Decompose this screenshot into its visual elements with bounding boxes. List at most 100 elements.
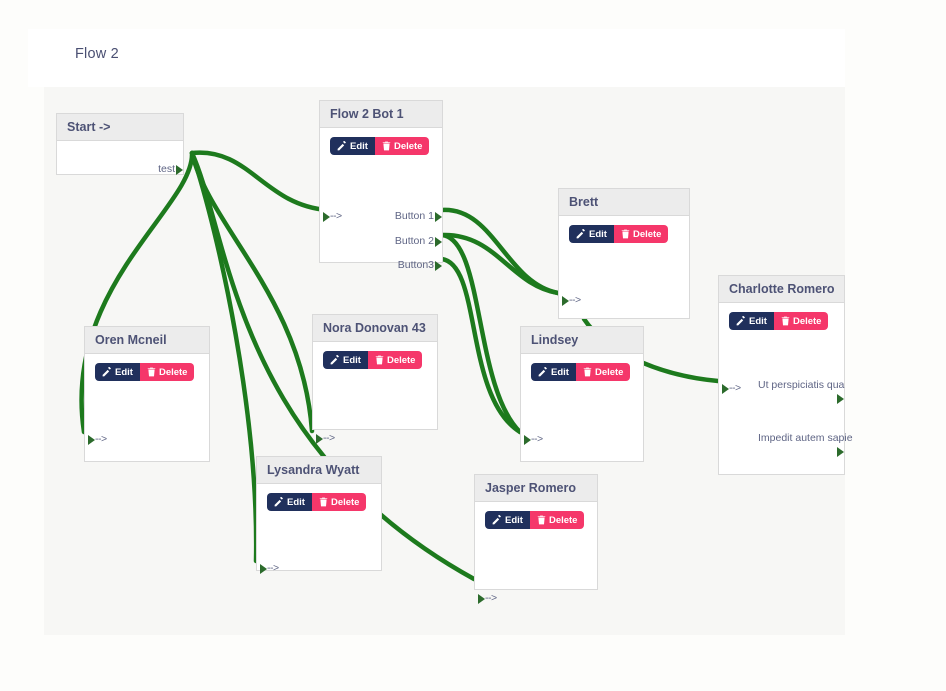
input-port[interactable]: --> (260, 562, 279, 575)
node-body: Edit Delete --> Ut perspiciatis qua (719, 303, 853, 474)
delete-button[interactable]: Delete (374, 137, 430, 155)
delete-button[interactable]: Delete (773, 312, 829, 330)
port-marker-icon (323, 212, 330, 222)
flow-canvas[interactable]: Start -> test Flow 2 Bot 1 Edit (44, 87, 853, 635)
input-port[interactable]: --> (323, 210, 342, 223)
port-marker-icon (88, 435, 95, 445)
port-marker-icon (524, 435, 531, 445)
edit-button[interactable]: Edit (485, 511, 530, 529)
input-port[interactable]: --> (562, 294, 581, 307)
delete-button[interactable]: Delete (575, 363, 631, 381)
edit-button[interactable]: Edit (569, 225, 614, 243)
edit-button[interactable]: Edit (531, 363, 576, 381)
input-port[interactable]: --> (316, 432, 335, 445)
delete-button[interactable]: Delete (139, 363, 195, 381)
port-marker-icon (478, 594, 485, 604)
port-marker-icon (316, 434, 323, 444)
edit-button-label: Edit (350, 140, 368, 152)
node-actions: Edit Delete (267, 493, 367, 511)
node-body: Edit Delete --> (85, 354, 209, 461)
flow-header-bar: Flow 2 (28, 29, 845, 87)
node-flow2bot1[interactable]: Flow 2 Bot 1 Edit Delete --> (319, 100, 443, 271)
node-lindsey[interactable]: Lindsey Edit Delete --> (520, 326, 644, 462)
trash-icon (583, 367, 592, 377)
port-marker-icon (260, 564, 267, 574)
node-body: Edit Delete --> (521, 354, 643, 461)
edit-button-label: Edit (115, 366, 133, 378)
node-title: Nora Donovan 43 (313, 315, 437, 342)
node-jasper-romero[interactable]: Jasper Romero Edit Delete --> (474, 474, 598, 604)
node-title: Jasper Romero (475, 475, 597, 502)
delete-button[interactable]: Delete (367, 351, 423, 369)
input-port[interactable]: --> (88, 433, 107, 446)
node-nora-donovan[interactable]: Nora Donovan 43 Edit Delete --> (312, 314, 438, 444)
edit-button[interactable]: Edit (267, 493, 312, 511)
output-port-test[interactable]: test (158, 163, 183, 176)
input-port-label: --> (267, 562, 279, 574)
node-actions: Edit Delete (330, 137, 430, 155)
delete-button-label: Delete (393, 140, 423, 152)
pencil-icon (337, 141, 346, 151)
node-title: Lysandra Wyatt (257, 457, 381, 484)
output-port-button-2[interactable]: Button 2 (394, 235, 442, 248)
delete-button-label: Delete (792, 315, 822, 327)
node-title: Brett (559, 189, 689, 216)
node-actions: Edit Delete (485, 511, 585, 529)
trash-icon (621, 229, 630, 239)
node-charlotte-romero[interactable]: Charlotte Romero Edit Delete --> (718, 275, 853, 475)
node-lysandra-wyatt[interactable]: Lysandra Wyatt Edit Delete --> (256, 456, 382, 574)
edit-button-label: Edit (551, 366, 569, 378)
node-brett[interactable]: Brett Edit Delete --> (558, 188, 690, 319)
edit-button[interactable]: Edit (729, 312, 774, 330)
output-port-label: Impedit autem sapie (758, 432, 853, 444)
edge-button2-to-lindsey (439, 232, 523, 435)
node-oren-mcneil[interactable]: Oren Mcneil Edit Delete --> (84, 326, 210, 462)
delete-button-label: Delete (594, 366, 624, 378)
input-port-label: --> (330, 210, 342, 222)
edit-button[interactable]: Edit (330, 137, 375, 155)
edit-button[interactable]: Edit (323, 351, 368, 369)
input-port-label: --> (569, 294, 581, 306)
port-marker-icon (837, 447, 844, 457)
port-marker-icon (722, 384, 729, 394)
output-port-impedit-autem[interactable]: Impedit autem sapie (758, 431, 853, 457)
node-body: Edit Delete --> (313, 342, 437, 444)
node-body: Edit Delete --> (475, 502, 597, 604)
pencil-icon (538, 367, 547, 377)
pencil-icon (576, 229, 585, 239)
node-start[interactable]: Start -> test (56, 113, 184, 175)
pencil-icon (330, 355, 339, 365)
page-title: Flow 2 (75, 46, 119, 62)
pencil-icon (102, 367, 111, 377)
trash-icon (382, 141, 391, 151)
pencil-icon (492, 515, 501, 525)
pencil-icon (736, 316, 745, 326)
input-port-label: --> (531, 433, 543, 445)
trash-icon (537, 515, 546, 525)
output-port-button-1[interactable]: Button 1 (395, 210, 442, 223)
edge-button2-to-brett (439, 232, 561, 296)
node-actions: Edit Delete (323, 351, 423, 369)
output-port-label: Button 2 (394, 235, 434, 247)
port-marker-icon (435, 261, 442, 271)
port-marker-icon (435, 237, 442, 247)
output-port-button-3[interactable]: Button3 (398, 259, 442, 272)
input-port[interactable]: --> (478, 592, 497, 605)
edit-button-label: Edit (749, 315, 767, 327)
node-title: Flow 2 Bot 1 (320, 101, 442, 128)
port-marker-icon (562, 296, 569, 306)
delete-button[interactable]: Delete (613, 225, 669, 243)
output-port-ut-perspiciatis[interactable]: Ut perspiciatis qua (758, 378, 844, 404)
delete-button[interactable]: Delete (311, 493, 367, 511)
delete-button-label: Delete (632, 228, 662, 240)
input-port[interactable]: --> (524, 433, 543, 446)
output-port-label: test (158, 163, 175, 175)
node-body: Edit Delete --> (257, 484, 381, 574)
delete-button-label: Delete (386, 354, 416, 366)
delete-button[interactable]: Delete (529, 511, 585, 529)
input-port[interactable]: --> (722, 382, 741, 395)
pencil-icon (274, 497, 283, 507)
trash-icon (147, 367, 156, 377)
edit-button[interactable]: Edit (95, 363, 140, 381)
